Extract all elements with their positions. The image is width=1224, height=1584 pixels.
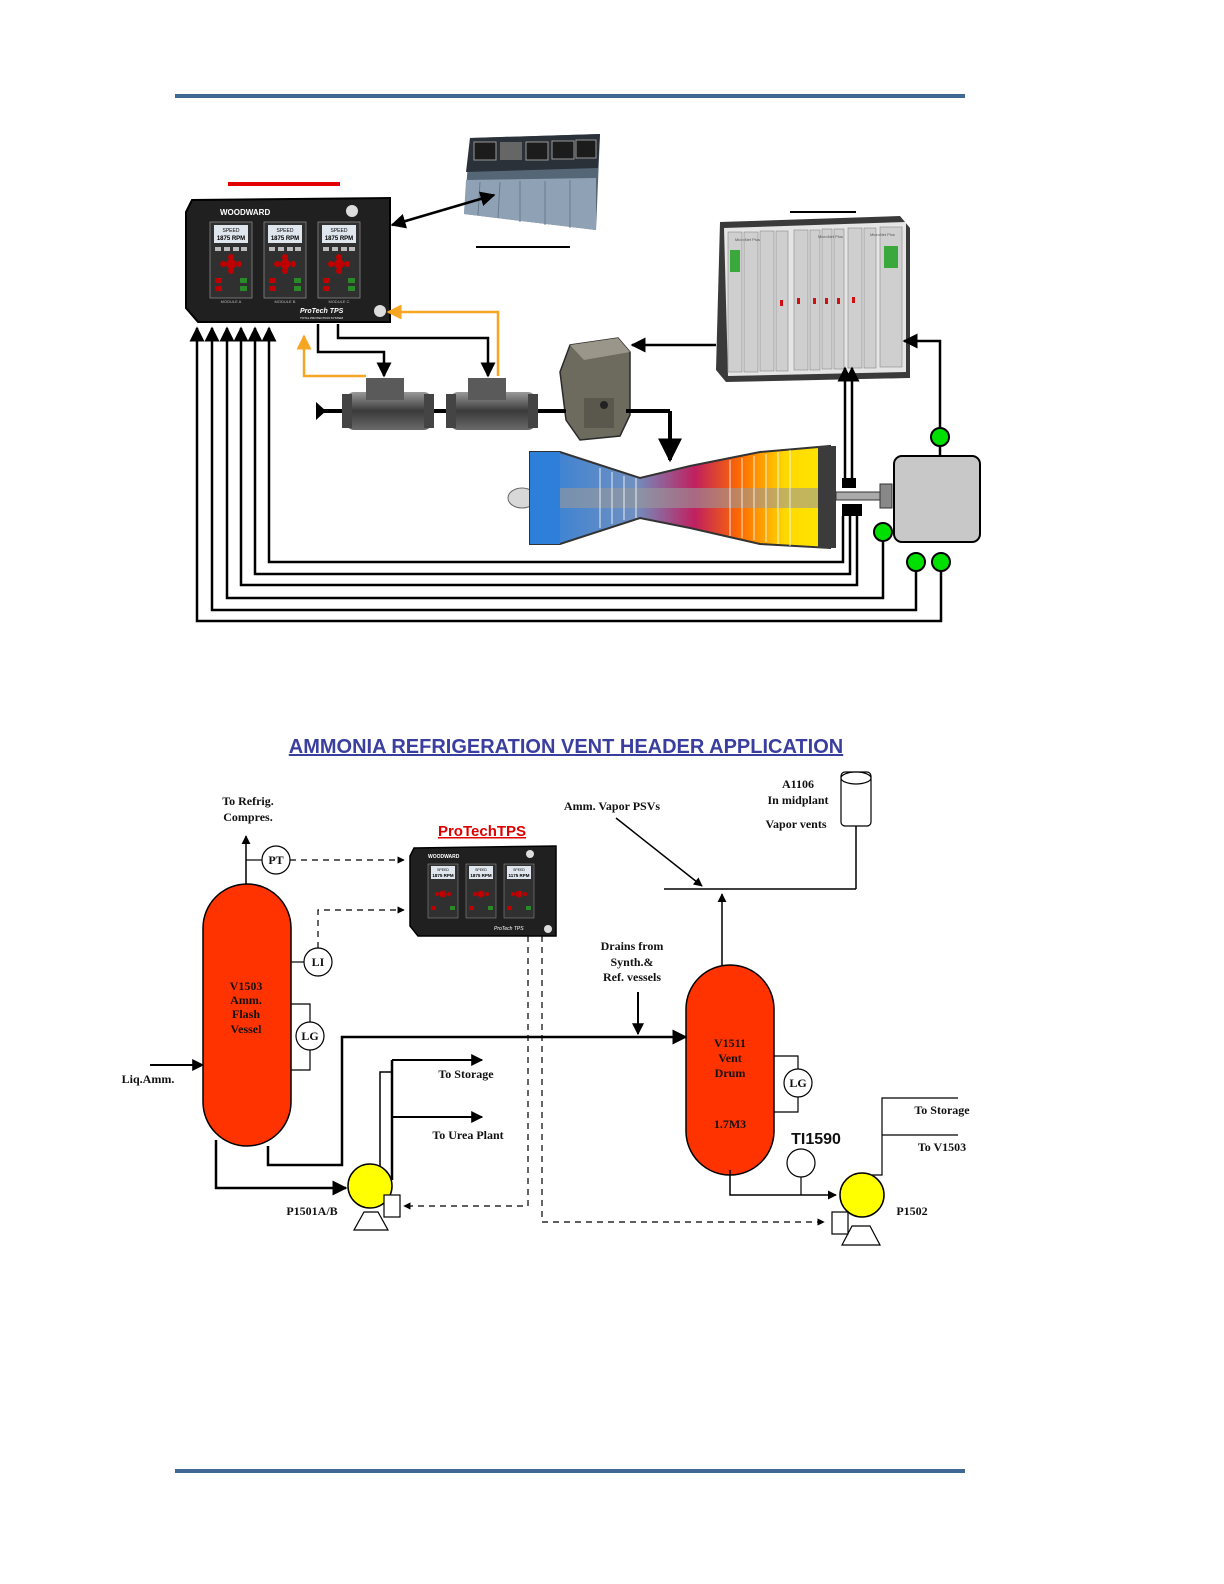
top-diagram: WOODWARD SPEED 1875 RPM MODULE A SPEED 1… [185, 134, 981, 623]
plc-rack-label-2: MicroNet Plus [818, 234, 843, 239]
to-urea: To Urea Plant [432, 1128, 503, 1142]
p1502-label: P1502 [896, 1204, 927, 1218]
woodward-logo-bottom: WOODWARD [428, 854, 460, 860]
v1503-l4: Vessel [231, 1022, 263, 1036]
module-b-name: MODULE B [275, 299, 296, 304]
cb-model: ProTech TPS [494, 926, 524, 932]
bottom-diagram: AMMONIA REFRIGERATION VENT HEADER APPLIC… [122, 736, 970, 1246]
drains-line1: Drains from [601, 939, 664, 953]
plc-rack-icon: MicroNet Plus MicroNet Plus MicroNet Plu… [716, 216, 910, 382]
feedback-valve1 [296, 334, 366, 378]
link-generator-plc [902, 333, 942, 428]
v1503-l3: Flash [232, 1007, 260, 1021]
vessel-v1503: V1503 Amm. Flash Vessel [202, 883, 292, 1147]
protech-label: ProTechTPS [438, 823, 526, 840]
v1503-l2: Amm. [230, 993, 262, 1007]
drains-line3: Ref. vessels [603, 970, 661, 984]
cb-module-a-speed: SPEED [437, 868, 449, 872]
module-b-speed: SPEED [277, 228, 294, 234]
vessel-v1511: V1511 Vent Drum 1.7M3 [685, 964, 775, 1176]
module-a-name: MODULE A [221, 299, 242, 304]
controller-top-model: ProTech TPS [300, 308, 344, 315]
amm-vapor-psvs: Amm. Vapor PSVs [564, 799, 660, 813]
module-c-rpm: 1875 RPM [325, 236, 353, 242]
woodward-logo-top: WOODWARD [220, 208, 270, 217]
pump-p1502 [831, 1172, 885, 1246]
vapor-vents-label: Vapor vents [765, 817, 826, 831]
controller-top-model-sub: TOTAL PROTECTION SYSTEM [300, 316, 343, 320]
cb-module-c-rpm: 1175 RPM [508, 873, 529, 878]
v1511-l1: V1511 [714, 1036, 746, 1050]
bottom-rule [175, 1469, 965, 1473]
module-b-rpm: 1875 RPM [271, 236, 299, 242]
to-refrig-line2: Compres. [223, 810, 272, 824]
sensor-generator-top [930, 427, 950, 447]
plc-caption-underline [790, 211, 856, 213]
controller-bottom-module-b: SPEED 1875 RPM [465, 863, 497, 919]
trip-valve-icon [342, 378, 434, 430]
controller-top-module-b: SPEED 1875 RPM MODULE B [263, 221, 307, 304]
actuator-icon [559, 337, 631, 441]
sensor-generator-br [931, 552, 951, 572]
controller-caption-underline [228, 182, 340, 186]
link-controller-valve1 [316, 324, 392, 378]
controller-top-module-c: SPEED 1875 RPM MODULE C [317, 221, 361, 304]
cb-module-c-speed: SPEED [513, 868, 525, 872]
operator-console-icon [464, 134, 600, 230]
vent-stack [840, 771, 872, 827]
lg1-label: LG [301, 1029, 318, 1043]
li-label: LI [312, 955, 325, 969]
controller-top-module-a: SPEED 1875 RPM MODULE A [209, 221, 253, 304]
cb-module-b-speed: SPEED [475, 868, 487, 872]
feedback-valve2 [386, 304, 500, 376]
protech-controller-bottom: WOODWARD SPEED 1875 RPM SPEED 1875 RPM [409, 845, 557, 937]
pump-p1501 [347, 1163, 401, 1231]
in-midplant-label: In midplant [767, 793, 828, 807]
protech-controller-top: WOODWARD SPEED 1875 RPM MODULE A SPEED 1… [185, 196, 391, 323]
feedback-lines [189, 326, 943, 623]
ti1590-instrument [786, 1148, 816, 1178]
to-v1503: To V1503 [918, 1140, 966, 1154]
module-a-rpm: 1875 RPM [217, 236, 245, 242]
module-c-speed: SPEED [331, 228, 348, 234]
a1106-label: A1106 [782, 777, 814, 791]
generator-icon [893, 455, 981, 543]
link-controller-valve2 [336, 324, 496, 378]
to-storage-2: To Storage [914, 1103, 970, 1117]
controller-bottom-module-a: SPEED 1875 RPM [427, 863, 459, 919]
cb-module-a-rpm: 1875 RPM [432, 873, 454, 878]
sensor-generator-bl [906, 552, 926, 572]
v1503-l1: V1503 [230, 979, 263, 993]
top-rule [175, 94, 965, 98]
bottom-title: AMMONIA REFRIGERATION VENT HEADER APPLIC… [289, 736, 843, 758]
sensor-shaft [873, 522, 893, 542]
to-refrig-line1: To Refrig. [222, 794, 274, 808]
v1511-l4: 1.7M3 [714, 1117, 746, 1131]
lg2-label: LG [789, 1076, 806, 1090]
to-storage-1: To Storage [438, 1067, 494, 1081]
v1511-l2: Vent [718, 1051, 742, 1065]
ti1590-label: TI1590 [791, 1131, 841, 1148]
link-controller-console [390, 191, 496, 229]
trip-valve-icon-2 [446, 378, 538, 430]
v1511-l3: Drum [715, 1066, 746, 1080]
plc-rack-label-1: MicroNet Plus [735, 237, 760, 242]
pt-label: PT [268, 853, 283, 867]
console-caption-underline [476, 246, 570, 248]
module-c-name: MODULE C [328, 299, 349, 304]
drains-line2: Synth.& [610, 955, 653, 969]
plc-rack-label-3: MicroNet Plus [870, 232, 895, 237]
cb-module-b-rpm: 1875 RPM [470, 873, 492, 878]
controller-bottom-module-c: SPEED 1175 RPM [503, 863, 535, 919]
liq-amm-label: Liq.Amm. [122, 1072, 175, 1086]
module-a-speed: SPEED [223, 228, 240, 234]
gas-turbine-icon [507, 444, 893, 550]
p1501-label: P1501A/B [286, 1204, 337, 1218]
